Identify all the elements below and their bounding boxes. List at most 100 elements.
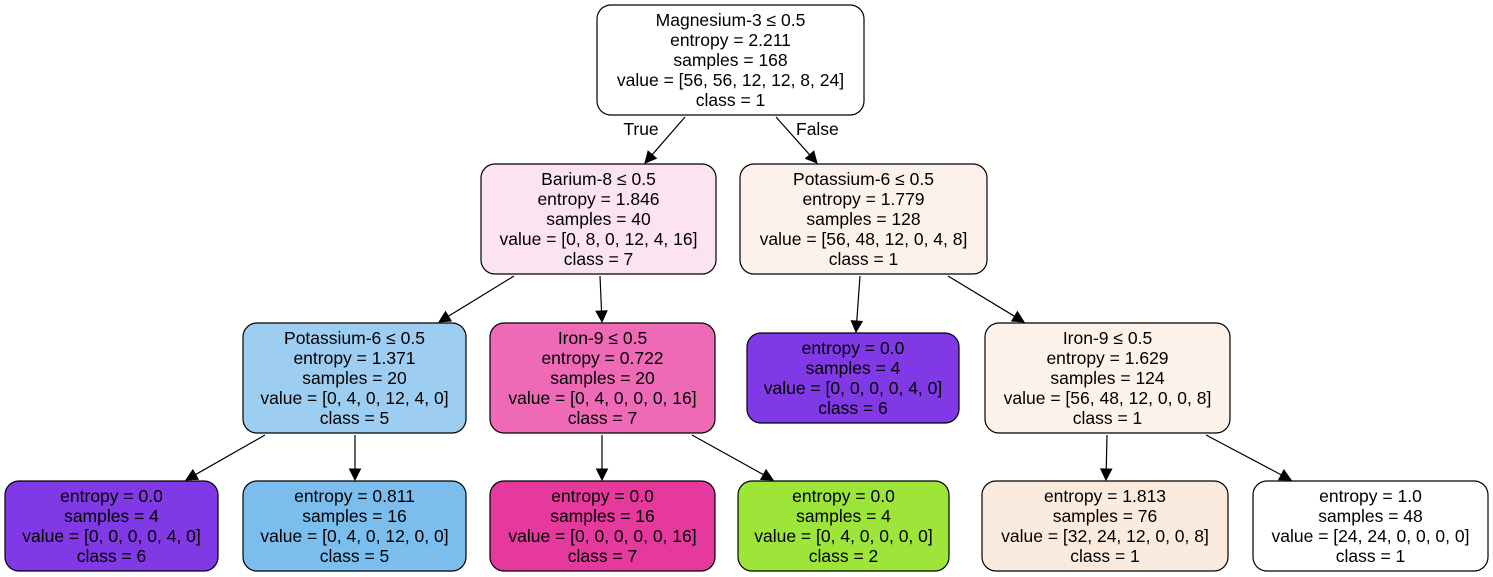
edge-line [691,434,764,476]
node-box [242,322,467,434]
arrow-head-icon [759,468,774,481]
edge-n0-n2: False [775,116,839,164]
node-text-line: samples = 76 [1053,506,1158,526]
node-text-line: entropy = 0.0 [802,338,905,358]
edge-line [448,275,515,317]
arrow-head-icon [185,468,200,481]
node-text-line: samples = 168 [673,50,787,70]
node-text-line: entropy = 0.0 [551,486,654,506]
node-text-line: samples = 4 [806,358,901,378]
edge-n1-n3 [438,275,515,323]
arrow-head-icon [348,468,362,482]
edge-label-false: False [796,119,839,139]
node-text-line: value = [56, 56, 12, 12, 8, 24] [617,70,844,90]
node-text-line: samples = 20 [302,368,407,388]
node-text-line: class = 5 [320,408,390,428]
edge-line [1205,434,1282,476]
edge-line [775,116,811,156]
arrow-head-icon [804,150,818,164]
node-box [739,163,988,275]
node-box [4,480,219,572]
edge-line [599,275,603,312]
node-box [489,322,716,434]
node-text-line: samples = 128 [806,209,920,229]
node-text-line: Magnesium-3 ≤ 0.5 [656,10,806,30]
edge-line [195,434,266,476]
node-text-line: Potassium-6 ≤ 0.5 [793,169,934,189]
node-text-line: value = [0, 4, 0, 0, 0, 16] [508,388,696,408]
node-text-line: class = 7 [564,249,634,269]
arrow-head-icon [850,320,864,334]
node-text-line: class = 5 [320,546,390,566]
node-text-line: samples = 16 [302,506,407,526]
node-text-line: samples = 20 [550,368,655,388]
edge-n6-n11 [1099,434,1113,482]
edge-line [947,275,1015,317]
node-text-line: entropy = 1.813 [1044,486,1166,506]
node-text-line: entropy = 0.811 [294,486,415,506]
node-text-line: class = 7 [568,546,638,566]
node-box [737,480,950,572]
node-text-line: value = [0, 4, 0, 0, 0, 0] [754,526,933,546]
node-text-line: class = 1 [1073,408,1143,428]
node-text-line: entropy = 0.722 [541,348,663,368]
node-text-line: entropy = 1.779 [802,189,924,209]
node-text-line: entropy = 1.846 [537,189,659,209]
edges-layer: True False [185,116,1292,482]
node-text-line: class = 1 [1336,546,1406,566]
node-box [596,4,865,116]
node-text-line: class = 6 [818,398,888,418]
node-text-line: samples = 124 [1050,368,1165,388]
edge-n2-n5 [850,275,864,334]
node-text-line: value = [0, 4, 0, 12, 4, 0] [260,388,448,408]
node-text-line: value = [0, 0, 0, 0, 4, 0] [22,526,201,546]
node-box [242,480,467,572]
node-text-line: entropy = 1.629 [1046,348,1168,368]
node-text-line: entropy = 0.0 [792,486,895,506]
node-text-line: entropy = 2.211 [670,30,791,50]
arrow-head-icon [644,150,658,164]
node-text-line: entropy = 0.0 [60,486,163,506]
node-text-line: Iron-9 ≤ 0.5 [1063,328,1152,348]
node-text-line: class = 7 [568,408,638,428]
node-text-line: samples = 4 [64,506,159,526]
node-text-line: value = [56, 48, 12, 0, 4, 8] [760,229,968,249]
node-text-line: samples = 16 [550,506,655,526]
edge-n3-n7 [185,434,266,481]
arrow-head-icon [1277,469,1292,481]
node-box [981,480,1229,572]
edge-n3-n8 [348,435,362,482]
node-text-line: class = 1 [696,90,766,110]
node-text-line: value = [0, 0, 0, 0, 4, 0] [764,378,943,398]
arrow-head-icon [438,310,453,323]
node-text-line: value = [0, 4, 0, 12, 0, 0] [260,526,448,546]
node-box [489,480,716,572]
node-text-line: Barium-8 ≤ 0.5 [541,169,656,189]
arrow-head-icon [1099,468,1113,482]
node-text-line: value = [24, 24, 0, 0, 0, 0] [1272,526,1470,546]
arrow-head-icon [595,468,609,482]
edge-n4-n10 [691,434,774,481]
edge-label-true: True [623,119,658,139]
node-text-line: value = [0, 0, 0, 0, 0, 16] [508,526,696,546]
node-text-line: samples = 40 [546,209,651,229]
node-text-line: Iron-9 ≤ 0.5 [558,328,647,348]
node-text-line: class = 6 [77,546,147,566]
edge-n2-n6 [947,275,1025,323]
node-text-line: samples = 4 [796,506,891,526]
node-box [984,322,1231,434]
node-text-line: class = 1 [829,249,899,269]
node-text-line: value = [56, 48, 12, 0, 0, 8] [1004,388,1212,408]
edge-line [856,275,861,322]
arrow-head-icon [1010,310,1025,323]
node-text-line: value = [0, 8, 0, 12, 4, 16] [500,229,698,249]
node-text-line: entropy = 1.0 [1319,486,1422,506]
